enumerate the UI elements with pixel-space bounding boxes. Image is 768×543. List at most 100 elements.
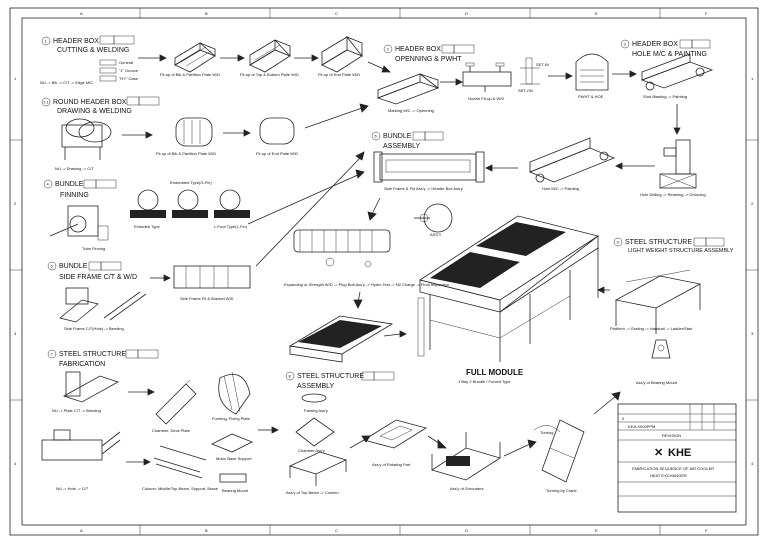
step-2-header-box-openning: 2 HEADER BOX OPENNING & PWHT Marking M/C… xyxy=(376,44,637,113)
caption: Turning xyxy=(540,430,553,435)
step-number: 3 xyxy=(624,42,627,47)
step-subtitle: SIDE FRAME C/T & W/D xyxy=(59,274,137,281)
drawing-title: HEAT EXCHANGER xyxy=(650,473,687,478)
caption: Fit-up of Top & Bottom Plate W/D xyxy=(240,72,299,77)
border-mark-bottom: D xyxy=(465,528,468,533)
step-number: 6 xyxy=(375,134,378,139)
caption: Chamber Ass'y xyxy=(298,448,325,453)
border-ticks xyxy=(10,8,758,535)
border-mark-bottom: C xyxy=(335,528,338,533)
caption: Column, Middle/Top Beam, Support, Brace xyxy=(142,486,219,491)
step-title: ROUND HEADER BOX xyxy=(53,99,127,106)
revision-label: REVISION xyxy=(662,433,681,438)
caption: NU -> Drawing -> C/T xyxy=(55,166,94,171)
caption: Hole Drilling -> Reaming -> Grooving xyxy=(640,192,706,197)
step-number: 5 xyxy=(51,264,54,269)
logo-mark: ✕ xyxy=(654,447,663,459)
border-mark-bottom: E xyxy=(595,528,598,533)
full-module: FULL MODULE 1 Bay 2 Bundle / Forced Type xyxy=(417,215,599,384)
caption: Ass'y of Rotating Part xyxy=(372,462,411,467)
caption: Turning by Crane xyxy=(546,488,578,493)
border-mark-side: 3 xyxy=(14,331,17,336)
border-mark-side: 1 xyxy=(14,76,17,81)
step-number: 7 xyxy=(51,352,54,357)
step-title: HEADER BOX xyxy=(632,41,678,48)
step-subtitle: FINNING xyxy=(60,192,89,199)
caption: Bearing Mount xyxy=(222,488,249,493)
caption: Extruded Type xyxy=(134,224,160,229)
step-number: 1-1 xyxy=(43,100,50,105)
caption: SET-ON xyxy=(518,88,533,93)
border-mark-top: D xyxy=(465,11,468,16)
caption: Marking M/C -> Openning xyxy=(388,108,434,113)
step-4-bundle-finning: 4 BUNDLE FINNING Tube Finning Embedded T… xyxy=(43,179,250,251)
step-1-header-box-cutting: 1 HEADER BOX CUTTING & WELDING General "… xyxy=(40,35,391,85)
step-3-hole-mc-painting: 3 HEADER BOX HOLE M/C & PAINTING Shot Bl… xyxy=(615,39,714,197)
caption: Nozzle Fit-up & W/D xyxy=(468,96,504,101)
caption: Embedded Type(G-Fin) xyxy=(170,180,212,185)
caption: PWHT & HOE xyxy=(578,94,604,99)
step-title: STEEL STRUCTURE xyxy=(59,351,126,358)
step-subtitle: OPENNING & PWHT xyxy=(395,56,462,63)
center-title: FULL MODULE xyxy=(466,368,524,377)
step-number: 4 xyxy=(47,182,50,187)
border-mark-side: 4 xyxy=(751,461,754,466)
border-mark-bottom: B xyxy=(205,528,208,533)
step-5-side-frame: 5 BUNDLE SIDE FRAME C/T & W/D Side Frame… xyxy=(47,151,365,331)
drawing-title: FABRICATION SEQUENCE OF AIR COOLER xyxy=(632,466,714,471)
step-title: STEEL STRUCTURE xyxy=(625,239,692,246)
caption: Platform -> Grating -> Handrail -> Ladde… xyxy=(610,326,693,331)
step-subtitle: ASSEMBLY xyxy=(383,143,421,150)
step-number: 9 xyxy=(617,240,620,245)
option-label: "J" Groove xyxy=(119,68,139,73)
option-label: General xyxy=(119,60,133,65)
caption: Hole M/C -> Painting xyxy=(542,186,579,191)
step-subtitle: FABRICATION xyxy=(59,361,105,368)
border-mark-side: 2 xyxy=(14,201,17,206)
outer-border xyxy=(9,7,759,536)
step-title: BUNDLE xyxy=(383,133,412,140)
caption: Fit-up of End Plate W/D xyxy=(256,151,298,156)
step-title: BUNDLE xyxy=(59,263,88,270)
step-number: 2 xyxy=(387,47,390,52)
caption: Motor Base Support xyxy=(216,456,252,461)
center-subtitle: 1 Bay 2 Bundle / Forced Type xyxy=(458,379,511,384)
border-mark-bottom: F xyxy=(705,528,708,533)
border-mark-side: 4 xyxy=(14,461,17,466)
border-mark-side: 2 xyxy=(751,201,754,206)
caption: Fit-up of Blk & Partition Plate W/D xyxy=(156,151,216,156)
caption: Fit-up of Blk & Partition Plate W/D xyxy=(160,72,220,77)
caption: Side Frame & Fin Ass'y -> Header Box Ass… xyxy=(384,186,463,191)
caption: Ass'y of Bearing Mount xyxy=(636,380,678,385)
border-letters: A B C D E F A B C D E F 1 2 3 4 1 2 3 4 xyxy=(14,11,754,533)
caption: Ass'y of Top Beam -> Column xyxy=(286,490,339,495)
step-number: 1 xyxy=(45,39,48,44)
title-block: 0 KEA-X000PPM REVISION KHE ✕ FABRICATION… xyxy=(617,403,737,513)
caption: Shot Blasting -> Painting xyxy=(643,94,687,99)
option-label: "HY" Case xyxy=(119,76,139,81)
step-title: STEEL STRUCTURE xyxy=(297,373,364,380)
step-9-light-weight-structure: 9 STEEL STRUCTURE LIGHT WEIGHT STRUCTURE… xyxy=(597,237,734,385)
border-mark-top: A xyxy=(80,11,83,16)
caption: NU -> Blk -> C/T -> Edge M/C xyxy=(40,80,93,85)
step-subtitle: DRAWING & WELDING xyxy=(57,108,132,115)
caption: Expanding or Strength W/D -> Plug Bolt A… xyxy=(284,282,449,287)
step-subtitle: HOLE M/C & PAINTING xyxy=(632,51,707,58)
caption: SET-IN xyxy=(536,62,549,67)
caption: L-Foot Type(L-Fin) xyxy=(214,224,248,229)
step-title: HEADER BOX xyxy=(395,46,441,53)
caption: Ass'y of Shrouders xyxy=(450,486,483,491)
border-mark-top: C xyxy=(335,11,338,16)
caption: Forming, Fixing Plate xyxy=(212,416,251,421)
border-mark-top: B xyxy=(205,11,208,16)
company-logo: KHE xyxy=(668,447,691,459)
border-mark-bottom: A xyxy=(80,528,83,533)
caption: Side Frame C/T(Hole) -> Bending xyxy=(64,326,124,331)
step-subtitle: CUTTING & WELDING xyxy=(57,47,129,54)
step-1-1-round-header-box: 1-1 ROUND HEADER BOX DRAWING & WELDING N… xyxy=(41,96,369,171)
border-mark-top: E xyxy=(595,11,598,16)
border-mark-side: 1 xyxy=(751,76,754,81)
caption: Side Frame Fit & Bracket W/D xyxy=(180,296,234,301)
